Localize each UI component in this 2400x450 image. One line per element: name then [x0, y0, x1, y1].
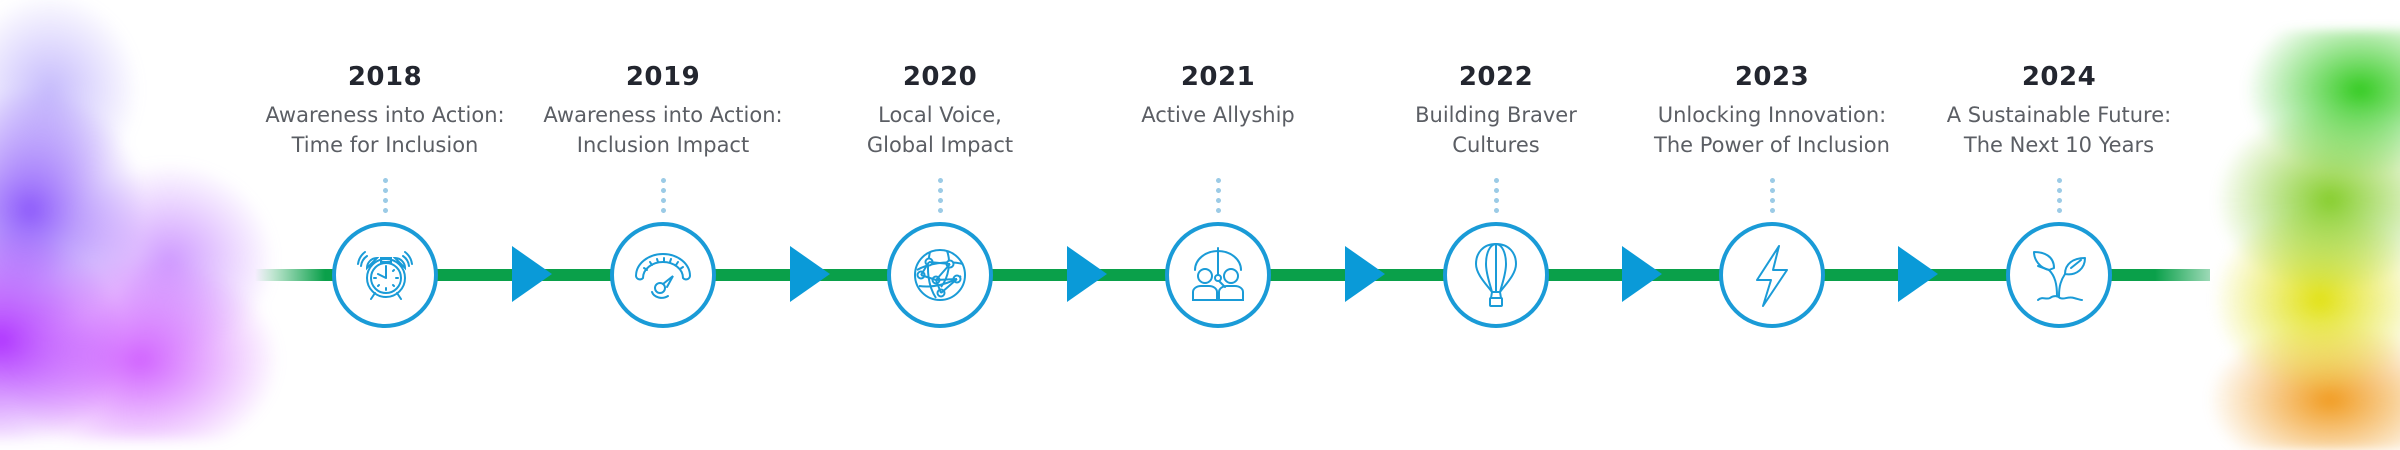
- sprout-icon: [2033, 251, 2086, 301]
- milestone-title-line2: Inclusion Impact: [576, 133, 750, 157]
- milestone-year: 2023: [1734, 62, 1810, 92]
- hot-air-balloon-icon: [1474, 242, 1518, 307]
- milestone-2023: 2023 Unlocking Innovation: The Power of …: [1637, 0, 1907, 400]
- milestone-node: [1719, 222, 1825, 328]
- milestone-year: 2024: [2021, 62, 2097, 92]
- milestone-title: Local Voice, Global Impact: [805, 100, 1075, 160]
- milestone-2020: 2020 Local Voice, Global Impact: [805, 0, 1075, 400]
- milestone-title-line1: Active Allyship: [1141, 103, 1295, 127]
- arrow-right-icon: [512, 246, 552, 302]
- milestone-title-line2: Global Impact: [866, 133, 1014, 157]
- milestone-year: 2021: [1180, 62, 1256, 92]
- milestone-title: Unlocking Innovation: The Power of Inclu…: [1637, 100, 1907, 160]
- milestone-title-line1: Local Voice,: [878, 103, 1002, 127]
- milestone-2024: 2024 A Sustainable Future: The Next 10 Y…: [1924, 0, 2194, 400]
- dotted-connector: [2057, 178, 2062, 216]
- milestone-2021: 2021 Active Allyship: [1083, 0, 1353, 400]
- milestone-title-line1: Awareness into Action:: [543, 103, 783, 127]
- dotted-connector: [661, 178, 666, 216]
- milestone-title-line1: Building Braver: [1415, 103, 1577, 127]
- milestone-title: A Sustainable Future: The Next 10 Years: [1924, 100, 2194, 160]
- dotted-connector: [1216, 178, 1221, 216]
- milestone-title-line2: Cultures: [1452, 133, 1540, 157]
- milestone-title: Active Allyship: [1083, 100, 1353, 130]
- milestone-title-line2: The Next 10 Years: [1963, 133, 2155, 157]
- milestone-node: [332, 222, 438, 328]
- arrow-right-icon: [1345, 246, 1385, 302]
- network-globe-icon: [914, 249, 966, 301]
- gauge-icon: [634, 253, 692, 299]
- dotted-connector: [1770, 178, 1775, 216]
- arrow-right-icon: [790, 246, 830, 302]
- milestone-title: Awareness into Action: Inclusion Impact: [528, 100, 798, 160]
- milestone-node: [610, 222, 716, 328]
- milestone-node: [2006, 222, 2112, 328]
- milestone-node: [887, 222, 993, 328]
- milestone-title-line1: A Sustainable Future:: [1946, 103, 2172, 127]
- milestone-year: 2019: [625, 62, 701, 92]
- green-yellow-smoke-decoration: [2160, 30, 2400, 450]
- milestone-node: [1443, 222, 1549, 328]
- milestone-title-line1: Awareness into Action:: [265, 103, 505, 127]
- milestone-title: Awareness into Action: Time for Inclusio…: [250, 100, 520, 160]
- arrow-right-icon: [1067, 246, 1107, 302]
- milestone-node: [1165, 222, 1271, 328]
- arrow-right-icon: [1898, 246, 1938, 302]
- milestone-title-line1: Unlocking Innovation:: [1657, 103, 1887, 127]
- milestone-title-line2: Time for Inclusion: [291, 133, 479, 157]
- dotted-connector: [1494, 178, 1499, 216]
- umbrella-people-icon: [1192, 247, 1244, 301]
- arrow-right-icon: [1622, 246, 1662, 302]
- dotted-connector: [383, 178, 388, 216]
- milestone-2018: 2018 Awareness into Action: Time for Inc…: [250, 0, 520, 400]
- milestone-2019: 2019 Awareness into Action: Inclusion Im…: [528, 0, 798, 400]
- alarm-clock-icon: [357, 251, 413, 300]
- milestone-title-line2: The Power of Inclusion: [1654, 133, 1890, 157]
- lightning-bolt-icon: [1756, 245, 1788, 307]
- milestone-title: Building Braver Cultures: [1361, 100, 1631, 160]
- milestone-year: 2018: [347, 62, 423, 92]
- milestone-2022: 2022 Building Braver Cultures: [1361, 0, 1631, 400]
- milestone-year: 2020: [902, 62, 978, 92]
- dotted-connector: [938, 178, 943, 216]
- milestone-year: 2022: [1458, 62, 1534, 92]
